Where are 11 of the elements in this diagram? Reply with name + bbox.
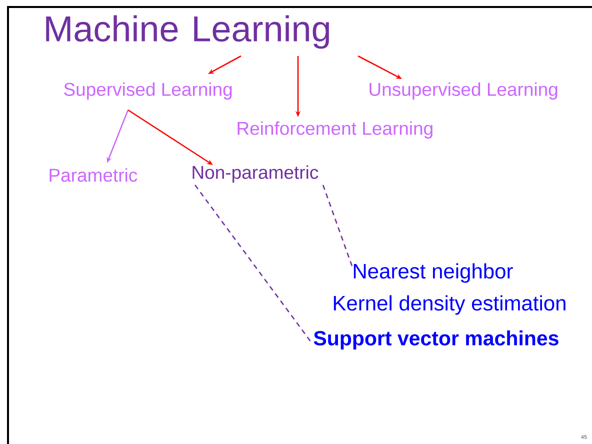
method-label: Support vector machines bbox=[314, 330, 558, 350]
method-label: Kernel density estimation bbox=[334, 295, 566, 315]
category-label: Unsupervised Learning bbox=[370, 82, 558, 100]
method-label: Nearest neighbor bbox=[354, 263, 513, 283]
category-label: Reinforcement Learning bbox=[238, 121, 432, 139]
title: Machine Learning bbox=[46, 15, 329, 49]
connector-line bbox=[322, 184, 353, 266]
category-label: Non-parametric bbox=[192, 165, 318, 183]
category-label: Supervised Learning bbox=[64, 82, 232, 100]
connector-line bbox=[194, 184, 312, 342]
category-label: Parametric bbox=[50, 168, 138, 182]
